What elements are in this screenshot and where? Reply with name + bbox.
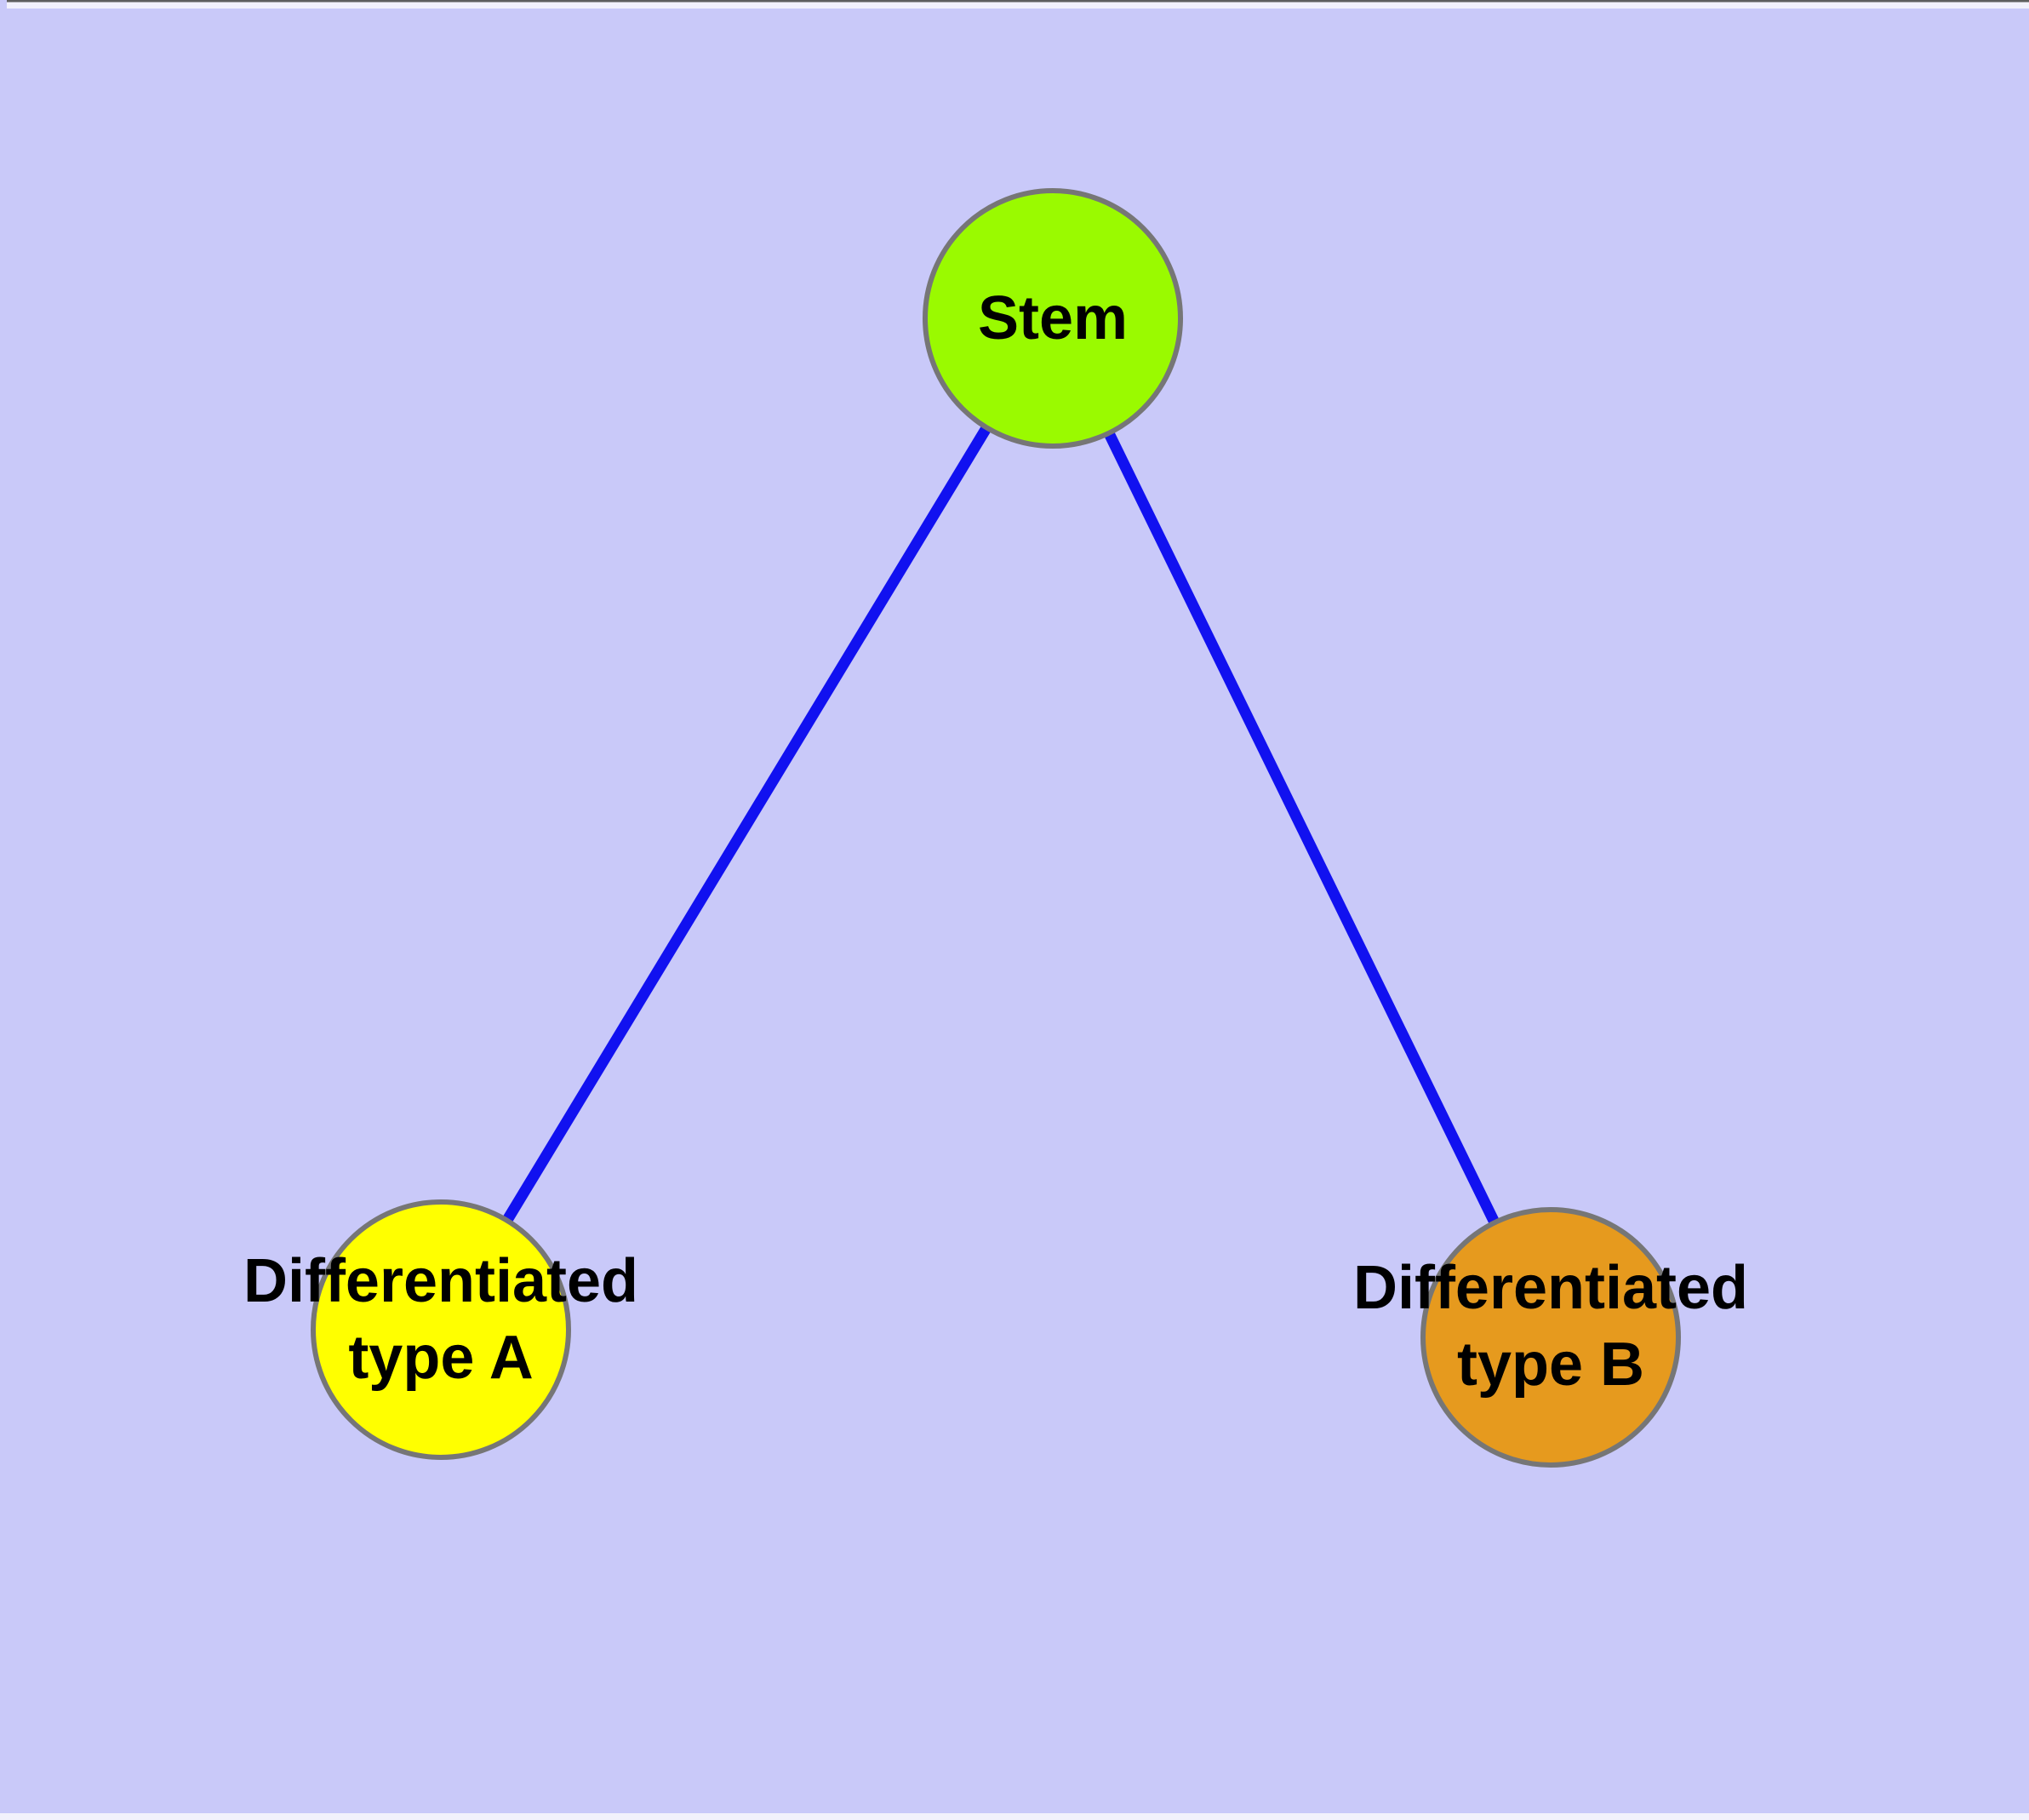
- type-b-label-line2: type B: [1456, 1331, 1645, 1399]
- stem-node-label: Stem: [978, 280, 1128, 357]
- type-b-node-label: Differentiated type B: [1353, 1250, 1748, 1403]
- type-b-node-circle: [1420, 1207, 1681, 1468]
- top-edge-strip: [7, 2, 2029, 9]
- top-border-line: [7, 0, 2029, 3]
- bottom-edge-strip: [0, 1813, 2029, 1820]
- type-a-node-circle: [311, 1199, 571, 1460]
- type-a-label-line2: type A: [348, 1324, 534, 1392]
- stem-node-label-text: Stem: [977, 284, 1129, 352]
- type-b-label-line1: Differentiated: [1352, 1254, 1749, 1322]
- type-a-label-line1: Differentiated: [243, 1247, 639, 1315]
- edge-stem-to-type-b: [1048, 316, 1556, 1340]
- stem-node-circle: [923, 188, 1183, 449]
- type-a-node-label: Differentiated type A: [243, 1243, 638, 1396]
- edge-stem-to-type-a: [436, 315, 1058, 1333]
